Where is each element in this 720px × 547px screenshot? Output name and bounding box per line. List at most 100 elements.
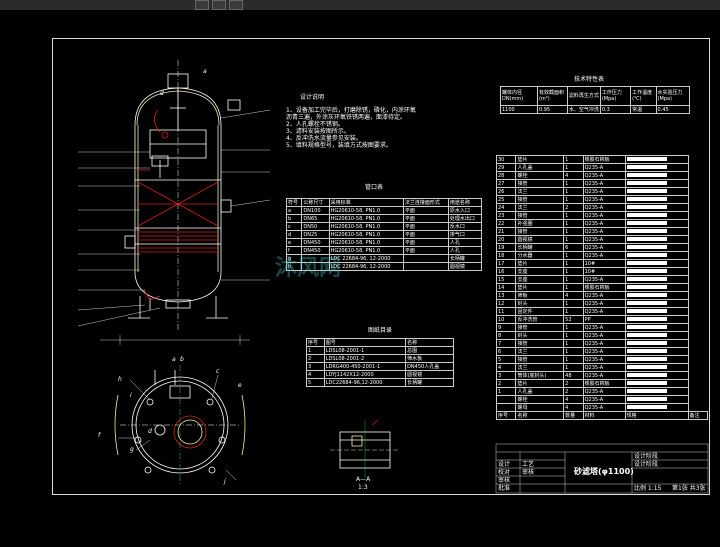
parts-list-cell: 接管	[515, 195, 565, 204]
parts-list-footer-cell: 规格	[624, 411, 689, 420]
nozzle-table-title: 管口表	[365, 184, 384, 191]
parts-list-cell: 2	[563, 387, 584, 396]
design-note-line: 1、设备加工完毕后，打磨除锈，磷化，内涂环氧	[286, 107, 416, 114]
plan-label: i	[130, 392, 132, 399]
parts-list-cell	[624, 275, 689, 284]
spec-fill-bar	[626, 220, 667, 225]
parts-list-cell: 48	[563, 371, 584, 380]
parts-list-cell: 螺母	[515, 403, 565, 412]
plan-label: c	[216, 368, 220, 375]
nozzle-table-cell: a	[285, 206, 303, 215]
parts-list-cell: 接管	[515, 211, 565, 220]
parts-list-cell: 1	[495, 387, 517, 396]
parts-list-cell: 8	[495, 331, 517, 340]
design-note-line: 3、滤料安装按图所示。	[286, 128, 350, 135]
parts-list-cell: 1	[563, 267, 584, 276]
nozzle-table-header-cell: 符号	[285, 198, 303, 207]
spec-fill-bar	[626, 292, 667, 297]
parts-list-cell: 1	[563, 195, 584, 204]
parts-list-cell: 法兰	[515, 187, 565, 196]
parts-list-cell: 15	[495, 275, 517, 284]
nozzle-table-header-row: 符号公称尺寸采用标准法兰连接面形式用途名称	[285, 198, 483, 207]
undo-icon[interactable]	[195, 0, 209, 10]
spec-fill-bar	[626, 212, 667, 217]
design-note-line: 2、人孔螺栓不锈钢。	[286, 121, 344, 128]
nozzle-table-cell: 平面	[402, 206, 449, 215]
drawing-sheet-frame	[52, 38, 710, 495]
parts-list-cell	[624, 195, 689, 204]
parts-list-cell	[624, 283, 689, 292]
parts-list-cell: 2	[495, 379, 517, 388]
drawing-list-header-cell: 名称	[405, 338, 454, 347]
parts-list-cell: 17	[495, 259, 517, 268]
parts-list-cell: 3	[495, 371, 517, 380]
parts-list-cell: 橡胶石棉板	[582, 283, 626, 292]
redo-icon[interactable]	[212, 0, 226, 10]
parts-list-cell: 螺栓	[515, 395, 565, 404]
parts-list-cell: 4	[563, 291, 584, 300]
drawing-list-cell: 圆视镜	[405, 370, 454, 379]
drawing-list-cell: 长柄罐	[405, 378, 454, 387]
parts-list-cell: 24	[495, 203, 517, 212]
parts-list-cell: 11	[495, 307, 517, 316]
parts-list-cell: 垫片	[515, 259, 565, 268]
tech-header-cell: 水实验压力(Mpa)	[655, 86, 691, 106]
spec-fill-bar	[626, 348, 667, 353]
parts-list-cell: 接管	[515, 179, 565, 188]
spec-fill-bar	[626, 380, 667, 385]
spec-fill-bar	[626, 164, 667, 169]
parts-list-footer-cell: 数量	[563, 411, 584, 420]
parts-list-cell: 反冲洗管	[515, 315, 565, 324]
tool-icon[interactable]	[229, 0, 243, 10]
parts-list-cell: Q235-A	[582, 307, 626, 316]
parts-list-cell: 52	[563, 315, 584, 324]
drawing-list-cell: 1	[306, 346, 325, 355]
parts-list-cell: Q235-A	[582, 347, 626, 356]
parts-list-cell: 21	[495, 227, 517, 236]
parts-list-cell: 1	[563, 211, 584, 220]
parts-list-cell: 1	[563, 187, 584, 196]
spec-fill-bar	[626, 356, 667, 361]
parts-list-cell	[624, 227, 689, 236]
nozzle-table-header-cell: 公称尺寸	[301, 198, 330, 207]
spec-fill-bar	[626, 276, 667, 281]
parts-list-cell: 12	[495, 299, 517, 308]
drawing-list-cell: 5	[306, 378, 325, 387]
parts-list-cell	[624, 355, 689, 364]
parts-list-cell: 20	[495, 235, 517, 244]
parts-list-cell: Q235-A	[582, 163, 626, 172]
tech-value-cell: 1100	[500, 105, 538, 114]
nozzle-label-d: d	[160, 90, 164, 97]
nozzle-label-a: a	[203, 68, 207, 75]
spec-fill-bar	[626, 372, 667, 377]
parts-list-cell: Q235-A	[582, 355, 626, 364]
parts-list-cell: 1	[563, 299, 584, 308]
title-block-label: 审核	[498, 477, 511, 484]
parts-list-cell: 橡胶石棉板	[582, 379, 626, 388]
parts-list-cell	[624, 203, 689, 212]
parts-list-footer-cell: 序号	[495, 411, 517, 420]
nozzle-table-cell: e	[285, 238, 303, 247]
parts-list-cell: 14	[495, 283, 517, 292]
parts-list-cell: 圆视镜	[515, 235, 565, 244]
nozzle-table-cell: 长柄罐	[447, 254, 483, 263]
parts-list-cell: 4	[563, 395, 584, 404]
nozzle-table-header-cell: 法兰连接面形式	[402, 198, 449, 207]
parts-list-cell: Q235-A	[582, 395, 626, 404]
tech-header-cell: 滤料再生方式	[566, 86, 601, 106]
parts-list-cell: PP	[582, 315, 626, 324]
parts-list-cell	[624, 243, 689, 252]
design-note-line: 沥青三遍，外涂灰环氧铁锈两遍，面漆待定。	[286, 114, 407, 121]
